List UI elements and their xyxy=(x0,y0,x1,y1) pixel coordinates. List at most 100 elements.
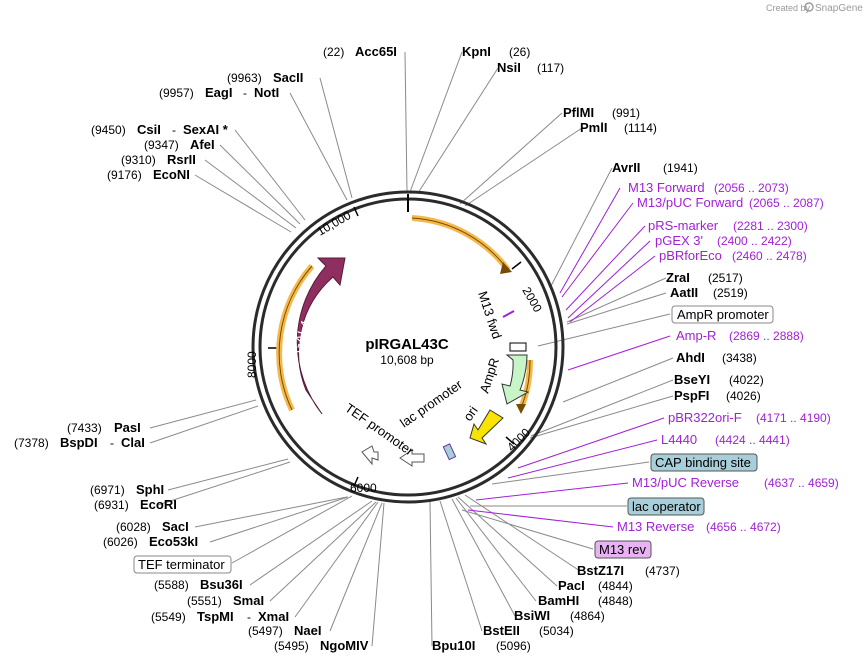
svg-text:(2281 .. 2300): (2281 .. 2300) xyxy=(733,219,808,233)
site-bseyi[interactable]: BseYI (4022) xyxy=(674,372,764,387)
svg-text:Bpu10I: Bpu10I xyxy=(432,638,475,653)
svg-text:AvrII: AvrII xyxy=(612,160,640,175)
svg-text:pGEX 3': pGEX 3' xyxy=(655,233,703,248)
svg-text:BspDI: BspDI xyxy=(60,435,98,450)
tick-label-10000: 10,000 xyxy=(315,208,354,239)
site-pflmi[interactable]: PflMI (991) xyxy=(563,105,640,120)
primer-amp-r[interactable]: Amp-R (2869 .. 2888) xyxy=(676,328,804,343)
box-ampr-promoter[interactable]: AmpR promoter xyxy=(671,305,774,324)
credit-text: Created by xyxy=(766,3,811,13)
site-tspmi-xmai[interactable]: (5549) TspMI - XmaI xyxy=(151,609,289,624)
svg-text:TEF terminator: TEF terminator xyxy=(138,557,225,572)
svg-text:AatII: AatII xyxy=(670,285,698,300)
svg-text:M13/pUC Forward: M13/pUC Forward xyxy=(637,195,743,210)
svg-text:PspFI: PspFI xyxy=(674,388,709,403)
site-bamhi[interactable]: BamHI (4848) xyxy=(538,593,633,608)
svg-text:(2869 .. 2888): (2869 .. 2888) xyxy=(729,329,804,343)
snapgene-logo: SnapGene xyxy=(804,2,863,14)
site-pmli[interactable]: PmlI (1114) xyxy=(580,120,657,135)
ampr-label: AmpR xyxy=(477,356,502,395)
primer-l4440[interactable]: L4440 (4424 .. 4441) xyxy=(661,432,790,447)
svg-text:(4864): (4864) xyxy=(570,609,605,623)
svg-text:(5034): (5034) xyxy=(539,624,574,638)
site-ngomiv[interactable]: (5495) NgoMIV xyxy=(274,638,369,653)
svg-text:(2400 .. 2422): (2400 .. 2422) xyxy=(717,234,792,248)
gal4-label: GAL4 xyxy=(289,319,314,355)
site-pasi[interactable]: (7433) PasI xyxy=(67,420,141,435)
primer-m13-reverse[interactable]: M13 Reverse (4656 .. 4672) xyxy=(617,519,781,534)
box-m13-rev[interactable]: M13 rev xyxy=(594,540,652,559)
ampr-arrow[interactable] xyxy=(501,354,530,405)
primer-m13-puc-reverse[interactable]: M13/pUC Reverse (4637 .. 4659) xyxy=(632,475,839,490)
svg-text:(5551): (5551) xyxy=(187,594,222,608)
primer-prs-marker[interactable]: pRS-marker (2281 .. 2300) xyxy=(648,218,808,233)
site-sphi[interactable]: (6971) SphI xyxy=(90,482,164,497)
gal4-arrow[interactable] xyxy=(296,257,346,415)
svg-text:(2065 .. 2087): (2065 .. 2087) xyxy=(749,196,824,210)
box-tef-terminator[interactable]: TEF terminator xyxy=(133,555,232,574)
primer-pbrforeco[interactable]: pBRforEco (2460 .. 2478) xyxy=(659,248,807,263)
site-nsii[interactable]: NsiI (117) xyxy=(497,60,564,75)
svg-text:(2517): (2517) xyxy=(708,271,743,285)
svg-text:ClaI: ClaI xyxy=(121,435,145,450)
svg-text:BseYI: BseYI xyxy=(674,372,710,387)
primer-pbr322ori-f[interactable]: pBR322ori-F (4171 .. 4190) xyxy=(668,410,831,425)
site-eco53ki[interactable]: (6026) Eco53kI xyxy=(103,534,198,549)
svg-text:(5096): (5096) xyxy=(496,639,531,653)
site-bpu10i[interactable]: Bpu10I (5096) xyxy=(432,638,531,653)
svg-text:(6028): (6028) xyxy=(116,520,151,534)
plasmid-length: 10,608 bp xyxy=(380,353,434,367)
svg-text:PmlI: PmlI xyxy=(580,120,607,135)
site-bsteii[interactable]: BstEII (5034) xyxy=(483,623,574,638)
svg-text:NgoMIV: NgoMIV xyxy=(320,638,369,653)
site-csii-sexai[interactable]: (9450) CsiI - SexAI * xyxy=(91,122,229,137)
box-cap-binding-site[interactable]: CAP binding site xyxy=(650,453,758,472)
site-kpni[interactable]: KpnI (26) xyxy=(462,44,530,59)
svg-text:TspMI: TspMI xyxy=(197,609,234,624)
site-sacii[interactable]: (9963) SacII xyxy=(227,70,303,85)
site-ahdi[interactable]: AhdI (3438) xyxy=(676,350,757,365)
site-ecori[interactable]: (6931) EcoRI xyxy=(94,497,177,512)
site-naei[interactable]: (5497) NaeI xyxy=(248,623,321,638)
primer-leaders xyxy=(231,187,671,564)
site-rsrii[interactable]: (9310) RsrII xyxy=(121,152,196,167)
ampr-promoter-mark xyxy=(509,342,527,352)
svg-text:(2519): (2519) xyxy=(713,286,748,300)
svg-text:Amp-R: Amp-R xyxy=(676,328,716,343)
svg-text:SphI: SphI xyxy=(136,482,164,497)
primer-pgex-3[interactable]: pGEX 3' (2400 .. 2422) xyxy=(655,233,792,248)
site-bstz17i[interactable]: BstZ17I (4737) xyxy=(577,563,680,578)
site-saci[interactable]: (6028) SacI xyxy=(116,519,189,534)
box-lac-operator[interactable]: lac operator xyxy=(627,497,705,516)
ori-arrow[interactable] xyxy=(469,409,504,446)
tick-label-2000: 2000 xyxy=(519,285,545,315)
svg-text:SacII: SacII xyxy=(273,70,303,85)
primer-m13-puc-forward[interactable]: M13/pUC Forward (2065 .. 2087) xyxy=(637,195,824,210)
site-econi[interactable]: (9176) EcoNI xyxy=(107,167,190,182)
svg-text:EcoRI: EcoRI xyxy=(140,497,177,512)
svg-text:(1941): (1941) xyxy=(663,161,698,175)
site-acc65i[interactable]: (22) Acc65I xyxy=(323,44,397,59)
site-eagi-noti[interactable]: (9957) EagI - NotI xyxy=(159,85,279,100)
site-smai[interactable]: (5551) SmaI xyxy=(187,593,264,608)
svg-text:pBRforEco: pBRforEco xyxy=(659,248,722,263)
svg-text:(5549): (5549) xyxy=(151,610,186,624)
svg-text:(4171 .. 4190): (4171 .. 4190) xyxy=(756,411,831,425)
site-bspdi-clai[interactable]: (7378) BspDI - ClaI xyxy=(14,435,145,450)
site-bsu36i[interactable]: (5588) Bsu36I xyxy=(154,577,243,592)
svg-text:(9963): (9963) xyxy=(227,71,262,85)
primer-m13-forward[interactable]: M13 Forward (2056 .. 2073) xyxy=(628,180,789,195)
site-aatii[interactable]: AatII (2519) xyxy=(670,285,748,300)
site-pspfi[interactable]: PspFI (4026) xyxy=(674,388,761,403)
site-avrii[interactable]: AvrII (1941) xyxy=(612,160,698,175)
m13-fwd-label: M13 fwd xyxy=(475,289,504,340)
site-bsiwi[interactable]: BsiWI (4864) xyxy=(514,608,605,623)
svg-text:(2056 .. 2073): (2056 .. 2073) xyxy=(714,181,789,195)
svg-text:M13 Forward: M13 Forward xyxy=(628,180,705,195)
svg-text:ZraI: ZraI xyxy=(666,270,690,285)
site-paci[interactable]: PacI (4844) xyxy=(558,578,633,593)
site-afei[interactable]: (9347) AfeI xyxy=(144,137,215,152)
svg-text:M13 Reverse: M13 Reverse xyxy=(617,519,694,534)
site-zrai[interactable]: ZraI (2517) xyxy=(666,270,743,285)
